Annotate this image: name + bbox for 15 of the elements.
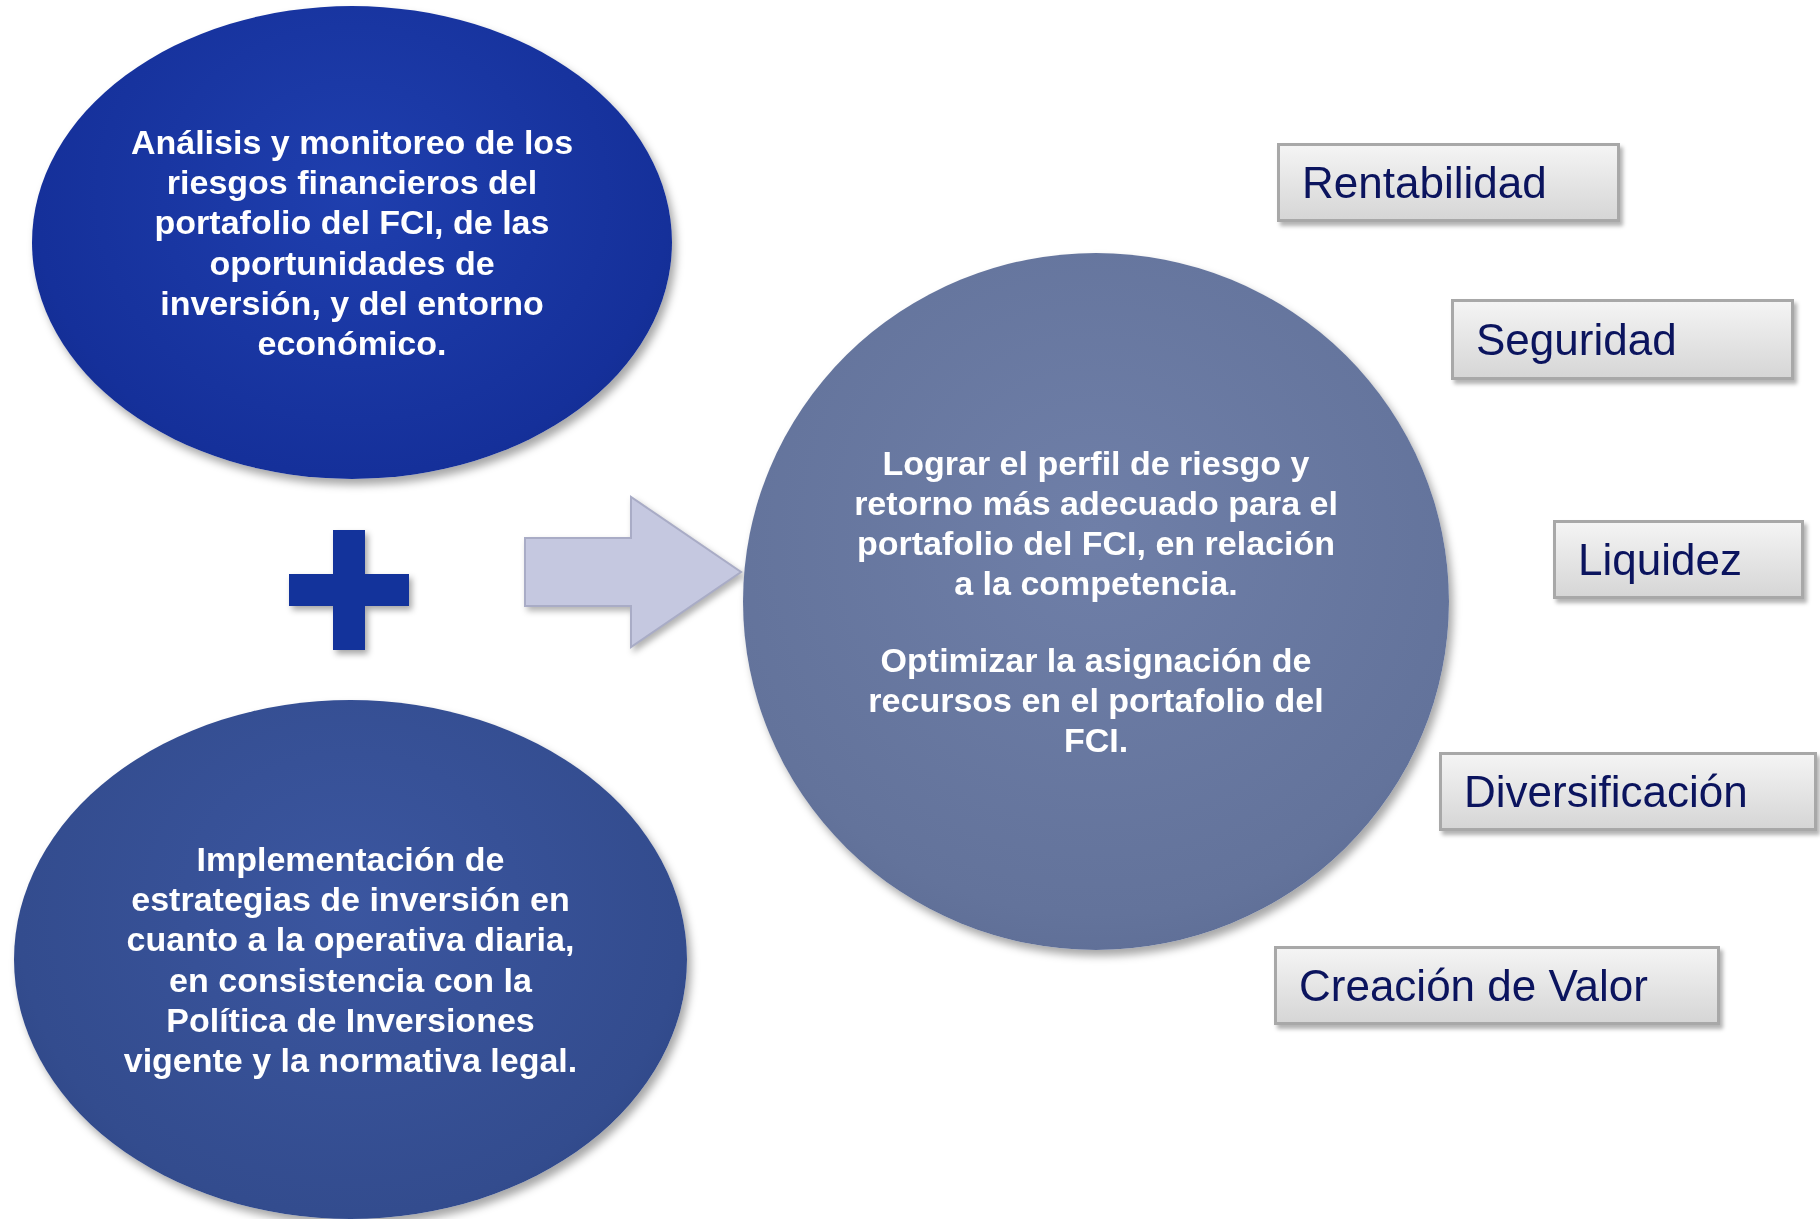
attribute-box <box>1277 143 1620 222</box>
attribute-label: Seguridad <box>1476 314 1677 365</box>
attribute-label: Creación de Valor <box>1299 960 1648 1011</box>
description-text: Optimizar la asignación de recursos en el portafolio del FCI. <box>867 639 1325 760</box>
attribute-label: Diversificación <box>1464 766 1748 817</box>
attribute-box <box>1274 946 1720 1025</box>
attribute-label: Rentabilidad <box>1302 157 1547 208</box>
description-text: Lograr el perfil de riesgo y retorno más adecuado para el portafolio del FCI, en relación a la competencia. <box>853 443 1339 604</box>
description-text: Implementación de estrategias de inversión en cuanto a la operativa diaria, en consistencia con la Política de Inversiones vigente y la normativa legal. <box>122 839 579 1080</box>
attribute-label: Liquidez <box>1578 534 1742 585</box>
attribute-box <box>1439 752 1817 831</box>
attribute-box <box>1553 520 1804 599</box>
attribute-box <box>1451 299 1794 380</box>
description-text: Análisis y monitoreo de los riesgos financieros del portafolio del FCI, de las oportunidades de inversión, y del entorno económico. <box>129 122 575 363</box>
block-arrow <box>524 495 743 649</box>
